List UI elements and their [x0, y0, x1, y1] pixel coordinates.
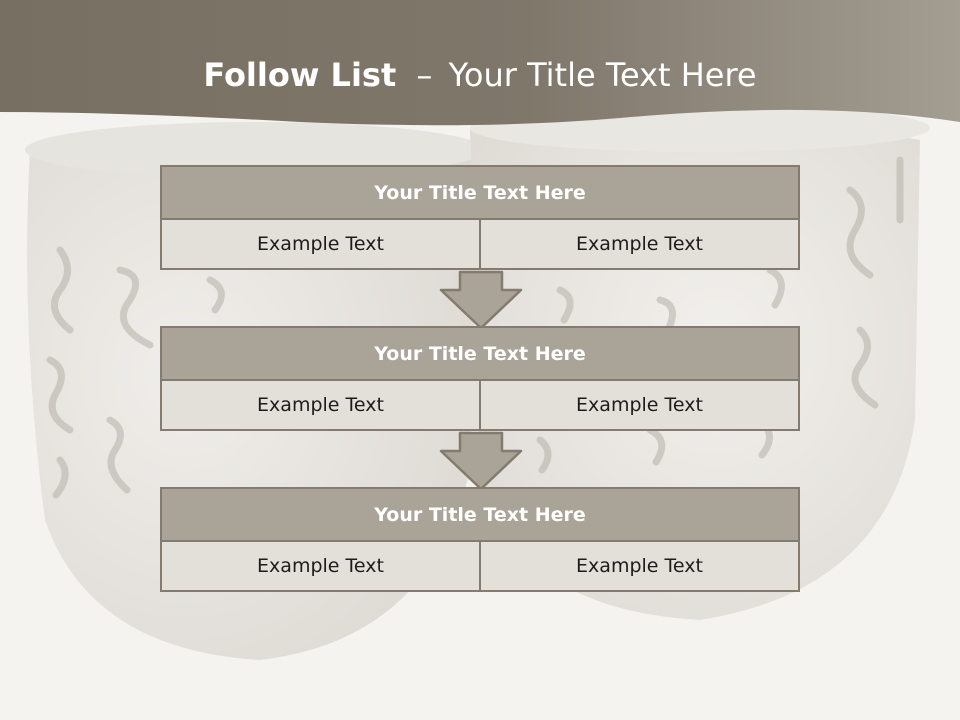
block-cell-left: Example Text [160, 381, 481, 431]
list-block-1: Your Title Text Here Example Text Exampl… [160, 165, 800, 270]
block-cell-right: Example Text [481, 381, 800, 431]
block-cell-right: Example Text [481, 542, 800, 592]
list-block-2: Your Title Text Here Example Text Exampl… [160, 326, 800, 431]
slide-title-bold: Follow List [203, 56, 397, 94]
block-cell-left: Example Text [160, 220, 481, 270]
block-cells: Example Text Example Text [160, 220, 800, 270]
down-arrow-icon [439, 431, 523, 491]
slide-title-separator: – [416, 56, 433, 94]
block-cell-left: Example Text [160, 542, 481, 592]
block-cells: Example Text Example Text [160, 542, 800, 592]
block-cell-right: Example Text [481, 220, 800, 270]
down-arrow-icon [439, 270, 523, 330]
slide-title-rest: Your Title Text Here [448, 56, 757, 94]
block-title: Your Title Text Here [160, 326, 800, 381]
list-block-3: Your Title Text Here Example Text Exampl… [160, 487, 800, 592]
block-title: Your Title Text Here [160, 165, 800, 220]
block-cells: Example Text Example Text [160, 381, 800, 431]
block-title: Your Title Text Here [160, 487, 800, 542]
slide-title: Follow List – Your Title Text Here [0, 52, 960, 98]
